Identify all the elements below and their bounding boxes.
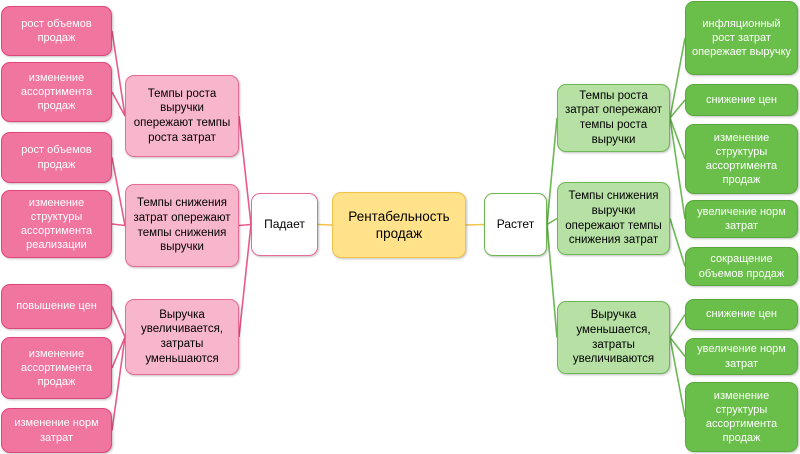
connector-line [238,115,252,225]
right-leaf-3-3: изменение структуры ассортимента продаж [685,382,798,452]
connector-line [111,336,126,431]
connector-line [111,30,126,117]
connector-line [669,337,686,357]
left-leaf-1-2: изменение ассортимента продаж [1,62,112,122]
connector-line [669,337,686,418]
left-leaf-3-2: изменение ассортимента продаж [1,337,112,399]
connector-line [546,217,558,226]
left-leaf-1-1: рост объемов продаж [1,6,112,56]
left-leaf-3-1: повышение цен [1,284,112,329]
right-group-1-node: Темпы роста затрат опережают темпы роста… [557,84,670,152]
connector-line [111,223,126,227]
left-group-1-node: Темпы роста выручки опережают темпы рост… [125,75,239,157]
connector-line [238,224,252,338]
left-leaf-3-3: изменение норм затрат [1,408,112,453]
connector-line [238,223,252,227]
right-hub-node: Растет [484,193,547,256]
connector-line [669,99,686,119]
connector-line [669,117,686,160]
connector-line [317,223,333,226]
right-leaf-1-4: увеличение норм затрат [685,200,798,238]
connector-line [669,37,686,119]
right-leaf-1-2: снижение цен [685,84,798,116]
right-group-2-node: Темпы снижения выручки опережают темпы с… [557,182,670,255]
connector-line [111,157,126,226]
left-leaf-2-1: рост объемов продаж [1,132,112,183]
left-group-2-node: Темпы снижения затрат опережают темпы сн… [125,184,239,267]
connector-line [111,91,126,117]
right-leaf-3-1: снижение цен [685,299,798,330]
connector-line [669,314,686,338]
left-leaf-2-2: изменение структуры ассортимента реализа… [1,190,112,258]
right-leaf-1-1: инфляционный рост затрат опережает выруч… [685,1,798,75]
left-group-3-node: Выручка увеличивается, затраты уменьшают… [125,299,239,375]
right-leaf-2-1: сокращение объемов продаж [685,247,798,286]
connector-line [111,336,126,369]
right-leaf-1-3: изменение структуры ассортимента продаж [685,124,798,194]
center-node: Рентабельность продаж [332,192,466,258]
connector-line [669,117,686,220]
connector-line [111,306,126,338]
left-hub-node: Падает [251,193,318,256]
connector-line [669,218,686,267]
connector-line [546,224,558,338]
connector-line [546,117,558,225]
connector-line [465,223,485,226]
right-group-3-node: Выручка уменьшается, затраты увеличивают… [557,301,670,374]
right-leaf-3-2: увеличение норм затрат [685,338,798,375]
